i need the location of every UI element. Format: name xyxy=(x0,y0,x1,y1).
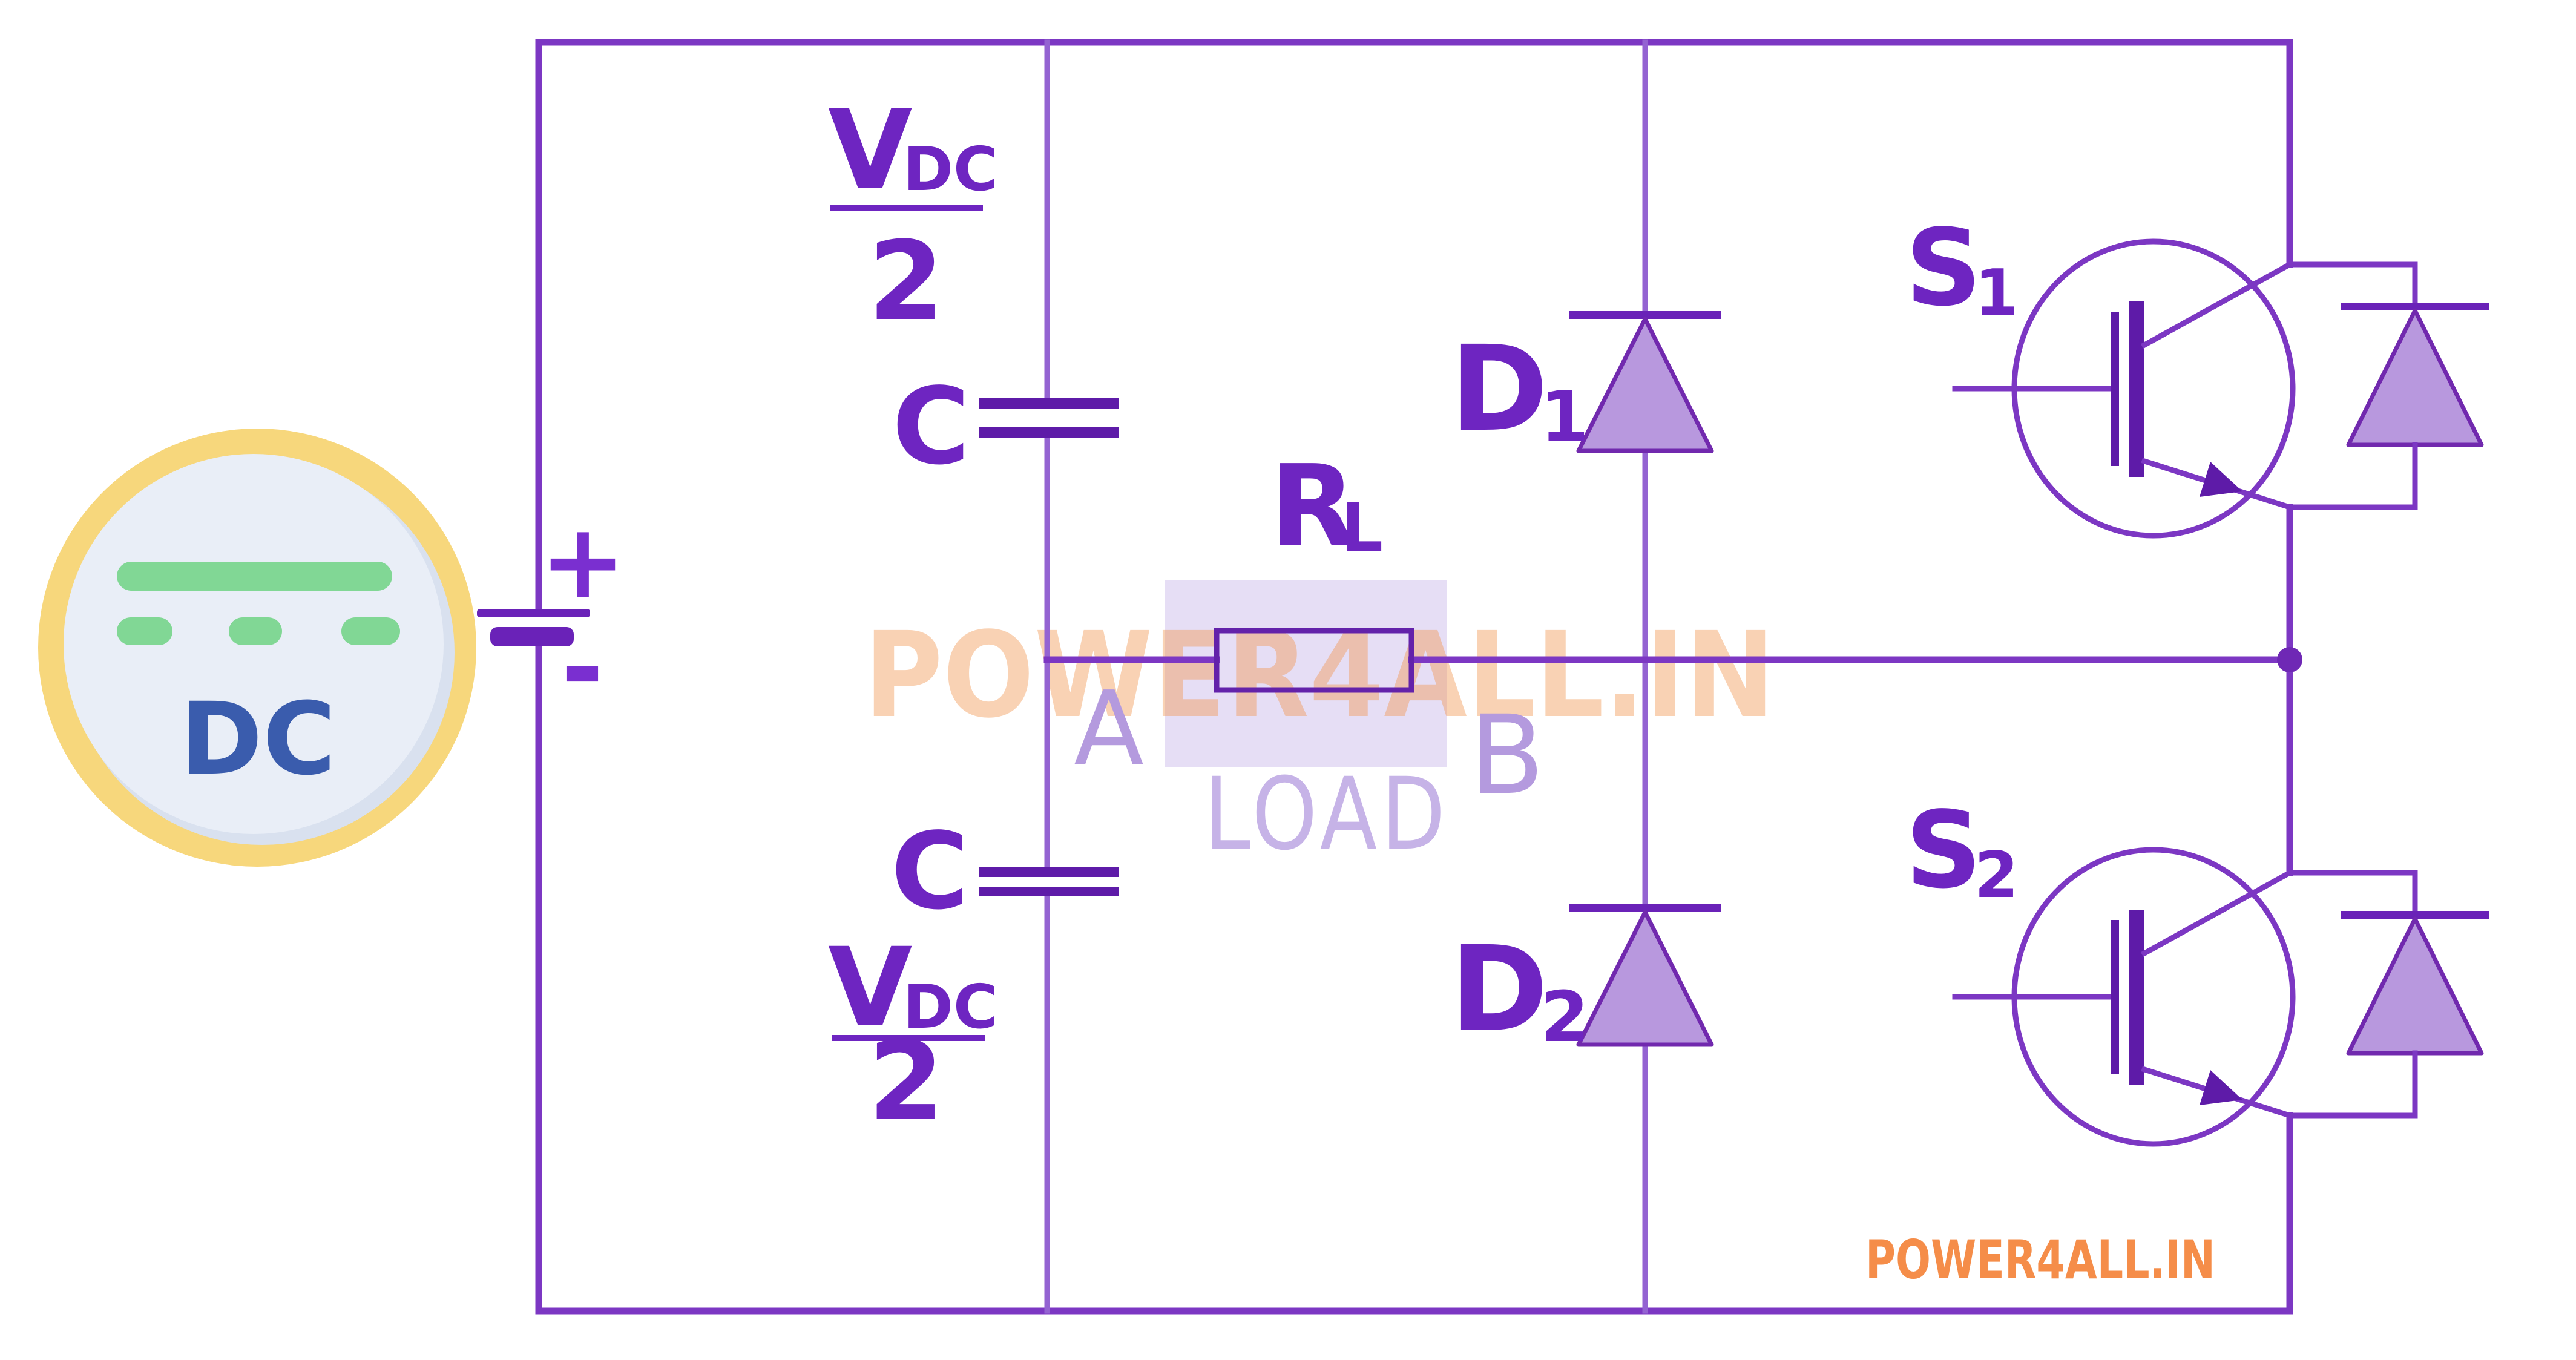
capacitor-top-plate-1 xyxy=(979,398,1119,409)
switch-s2 xyxy=(1952,847,2296,1147)
d2-main: D xyxy=(1450,921,1548,1058)
d2-sub: 2 xyxy=(1540,977,1589,1058)
d1-sub: 1 xyxy=(1540,376,1589,458)
capacitor-bottom-label: C xyxy=(891,810,968,933)
s1-gate-bar xyxy=(2111,312,2119,466)
dc-icon-dash-2 xyxy=(229,617,282,645)
s1-emitter-arrow xyxy=(2200,462,2242,497)
switch-s2-label: S 2 xyxy=(1905,789,2019,912)
vdc-top-sub: DC xyxy=(903,134,997,205)
capacitor-bottom-plate-2 xyxy=(979,887,1119,896)
s1-collector-lead xyxy=(2140,260,2294,349)
wire-top-loop xyxy=(535,39,2293,614)
battery-plus-sign: + xyxy=(540,502,626,622)
battery-minus-sign: - xyxy=(561,608,604,728)
d1-main: D xyxy=(1450,320,1548,458)
vdc-bottom-fraction-bar xyxy=(832,1035,985,1041)
load-highlight-box xyxy=(1165,580,1447,767)
s2-diode-top-link xyxy=(2287,870,2418,918)
load-resistor-box xyxy=(1214,628,1414,693)
battery-long-plate xyxy=(477,609,590,617)
diode-d1 xyxy=(1569,311,1721,453)
wire-bottom-loop xyxy=(535,643,2293,1315)
diode-d2-triangle xyxy=(1576,910,1714,1047)
capacitor-top-plate-2 xyxy=(979,427,1119,438)
s2-collector-lead xyxy=(2140,869,2294,958)
vdc-bottom-sub: DC xyxy=(903,971,997,1042)
diode-d1-label: D 1 xyxy=(1450,320,1589,458)
voltage-label-top: V DC 2 xyxy=(828,87,997,345)
s1-sub: 1 xyxy=(1974,256,2019,330)
capacitor-bottom xyxy=(979,867,1119,896)
dc-icon-solid-bar xyxy=(117,562,392,591)
s2-emitter-arrow xyxy=(2200,1070,2242,1105)
vdc-bottom-denominator: 2 xyxy=(868,1019,944,1145)
dc-icon-dash-1 xyxy=(117,617,172,645)
dc-source-icon: DC xyxy=(38,429,476,867)
diode-d2-cathode-bar xyxy=(1569,904,1721,912)
diode-s1-antiparallel xyxy=(2287,261,2489,510)
resistor-label-main: R xyxy=(1270,441,1356,571)
vdc-bottom-main: V xyxy=(828,925,912,1051)
capacitor-bottom-plate-1 xyxy=(979,867,1119,877)
capacitor-top-label: C xyxy=(892,366,970,488)
dc-icon-dash-3 xyxy=(341,617,400,645)
resistor-label: R L xyxy=(1270,441,1383,571)
terminal-b-label: B xyxy=(1470,692,1545,819)
diode-d2-label: D 2 xyxy=(1450,921,1589,1058)
s2-diode-triangle xyxy=(2346,916,2484,1056)
capacitor-top xyxy=(979,398,1119,438)
load-text-label: LOAD xyxy=(1204,756,1450,872)
s2-diode-bottom-link xyxy=(2287,1050,2418,1119)
resistor-label-sub: L xyxy=(1341,489,1383,567)
s2-main: S xyxy=(1905,789,1982,912)
s1-diode-cathode-bar xyxy=(2341,303,2489,310)
switch-s1 xyxy=(1952,238,2296,539)
diode-d1-triangle xyxy=(1576,317,1714,453)
diode-s2-antiparallel xyxy=(2287,870,2489,1119)
s1-diode-triangle xyxy=(2346,308,2484,447)
center-watermark-text: POWER4ALL.IN xyxy=(864,606,1775,744)
battery-short-plate xyxy=(490,627,574,646)
voltage-label-bottom: V DC 2 xyxy=(828,925,997,1145)
s2-sub: 2 xyxy=(1974,838,2019,912)
diode-d1-cathode-bar xyxy=(1569,311,1721,319)
vdc-top-main: V xyxy=(828,87,912,214)
dc-icon-label: DC xyxy=(180,681,336,797)
s1-body-bar xyxy=(2129,301,2144,477)
s1-diode-top-link xyxy=(2287,261,2418,310)
s1-main: S xyxy=(1905,207,1982,330)
output-node-dot xyxy=(2277,647,2302,672)
vdc-top-fraction-bar xyxy=(830,205,983,211)
s2-gate-bar xyxy=(2111,920,2119,1074)
s1-diode-bottom-link xyxy=(2287,442,2418,510)
terminal-a-label: A xyxy=(1074,669,1144,789)
switch-s1-label: S 1 xyxy=(1905,207,2019,330)
s2-diode-cathode-bar xyxy=(2341,911,2489,919)
s2-body-bar xyxy=(2129,910,2144,1085)
battery-symbol: + - xyxy=(477,502,626,728)
bottom-right-watermark-text: POWER4ALL.IN xyxy=(1865,1229,2215,1291)
vdc-top-denominator: 2 xyxy=(868,218,944,345)
diode-d2 xyxy=(1569,904,1721,1047)
